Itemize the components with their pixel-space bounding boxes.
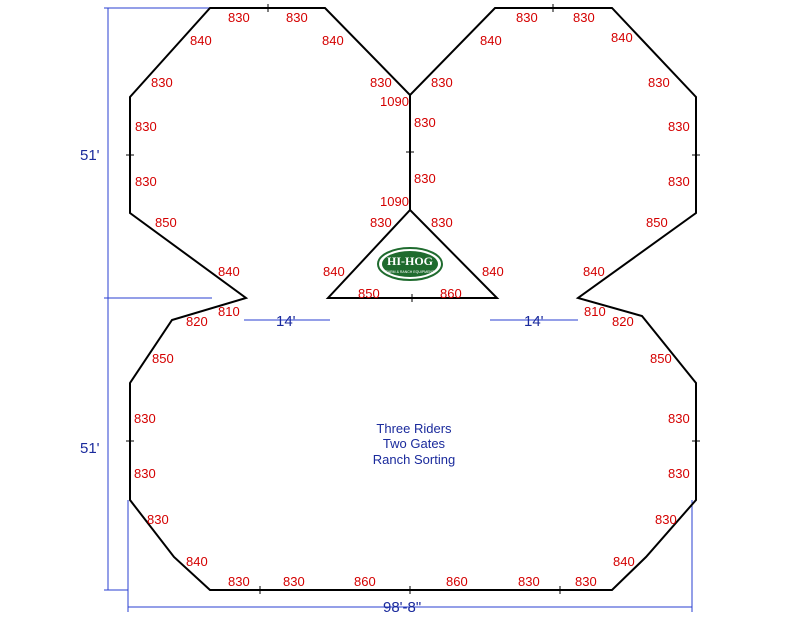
panel-label: 830 bbox=[431, 215, 453, 230]
panel-label: 830 bbox=[147, 512, 169, 527]
panel-label: 830 bbox=[668, 411, 690, 426]
panel-label: 830 bbox=[668, 119, 690, 134]
panel-label: 830 bbox=[283, 574, 305, 589]
panel-label: 860 bbox=[446, 574, 468, 589]
panel-label: 810 bbox=[584, 304, 606, 319]
panel-label: 850 bbox=[646, 215, 668, 230]
panel-label: 830 bbox=[655, 512, 677, 527]
panel-label: 830 bbox=[516, 10, 538, 25]
panel-label: 840 bbox=[322, 33, 344, 48]
panel-label: 830 bbox=[370, 215, 392, 230]
panel-label: 830 bbox=[370, 75, 392, 90]
panel-label: 830 bbox=[135, 174, 157, 189]
hi-hog-logo: HI-HOG FARM & RANCH EQUIPMENT bbox=[377, 247, 443, 281]
dimension-lines bbox=[104, 7, 693, 612]
panel-label: 860 bbox=[354, 574, 376, 589]
panel-label: 820 bbox=[612, 314, 634, 329]
panel-label: 850 bbox=[152, 351, 174, 366]
panel-label: 830 bbox=[414, 171, 436, 186]
panel-label: 830 bbox=[575, 574, 597, 589]
center-text-line-3: Ranch Sorting bbox=[373, 452, 455, 467]
panel-label: 830 bbox=[668, 174, 690, 189]
panel-label: 830 bbox=[668, 466, 690, 481]
panel-label: 830 bbox=[151, 75, 173, 90]
panel-label: 830 bbox=[518, 574, 540, 589]
panel-joints bbox=[126, 4, 700, 594]
panel-label: 840 bbox=[583, 264, 605, 279]
panel-label: 840 bbox=[323, 264, 345, 279]
panel-label: 830 bbox=[573, 10, 595, 25]
logo-subtitle: FARM & RANCH EQUIPMENT bbox=[386, 270, 435, 274]
panel-label: 840 bbox=[611, 30, 633, 45]
panel-label: 830 bbox=[431, 75, 453, 90]
logo-brand: HI-HOG bbox=[387, 254, 433, 268]
top-left-pen bbox=[129, 7, 697, 591]
panel-label: 850 bbox=[155, 215, 177, 230]
panel-label: 830 bbox=[286, 10, 308, 25]
left-bottom-height-label: 51' bbox=[80, 440, 100, 457]
panel-label: 830 bbox=[135, 119, 157, 134]
panel-label: 830 bbox=[648, 75, 670, 90]
panel-label: 830 bbox=[134, 411, 156, 426]
panel-label: 850 bbox=[358, 286, 380, 301]
panel-label: 840 bbox=[218, 264, 240, 279]
panel-label: 830 bbox=[134, 466, 156, 481]
panel-label: 840 bbox=[482, 264, 504, 279]
left-top-height-label: 51' bbox=[80, 147, 100, 164]
panel-label: 810 bbox=[218, 304, 240, 319]
panel-label: 830 bbox=[228, 10, 250, 25]
panel-label: 820 bbox=[186, 314, 208, 329]
panel-labels: 830 830 840 840 830 830 830 830 850 840 … bbox=[134, 10, 690, 589]
panel-label: 830 bbox=[228, 574, 250, 589]
panel-label: 840 bbox=[190, 33, 212, 48]
panel-label: 840 bbox=[186, 554, 208, 569]
fence-outlines bbox=[129, 7, 697, 591]
bottom-width-label: 98'-8" bbox=[383, 599, 421, 616]
center-text-line-2: Two Gates bbox=[383, 436, 446, 451]
panel-label: 840 bbox=[480, 33, 502, 48]
panel-label: 840 bbox=[613, 554, 635, 569]
panel-label: 1090 bbox=[380, 194, 409, 209]
center-text-line-1: Three Riders bbox=[376, 421, 452, 436]
panel-label: 860 bbox=[440, 286, 462, 301]
panel-label: 830 bbox=[414, 115, 436, 130]
gap-right-label: 14' bbox=[524, 313, 544, 330]
panel-label: 850 bbox=[650, 351, 672, 366]
panel-label: 1090 bbox=[380, 94, 409, 109]
gap-left-label: 14' bbox=[276, 313, 296, 330]
